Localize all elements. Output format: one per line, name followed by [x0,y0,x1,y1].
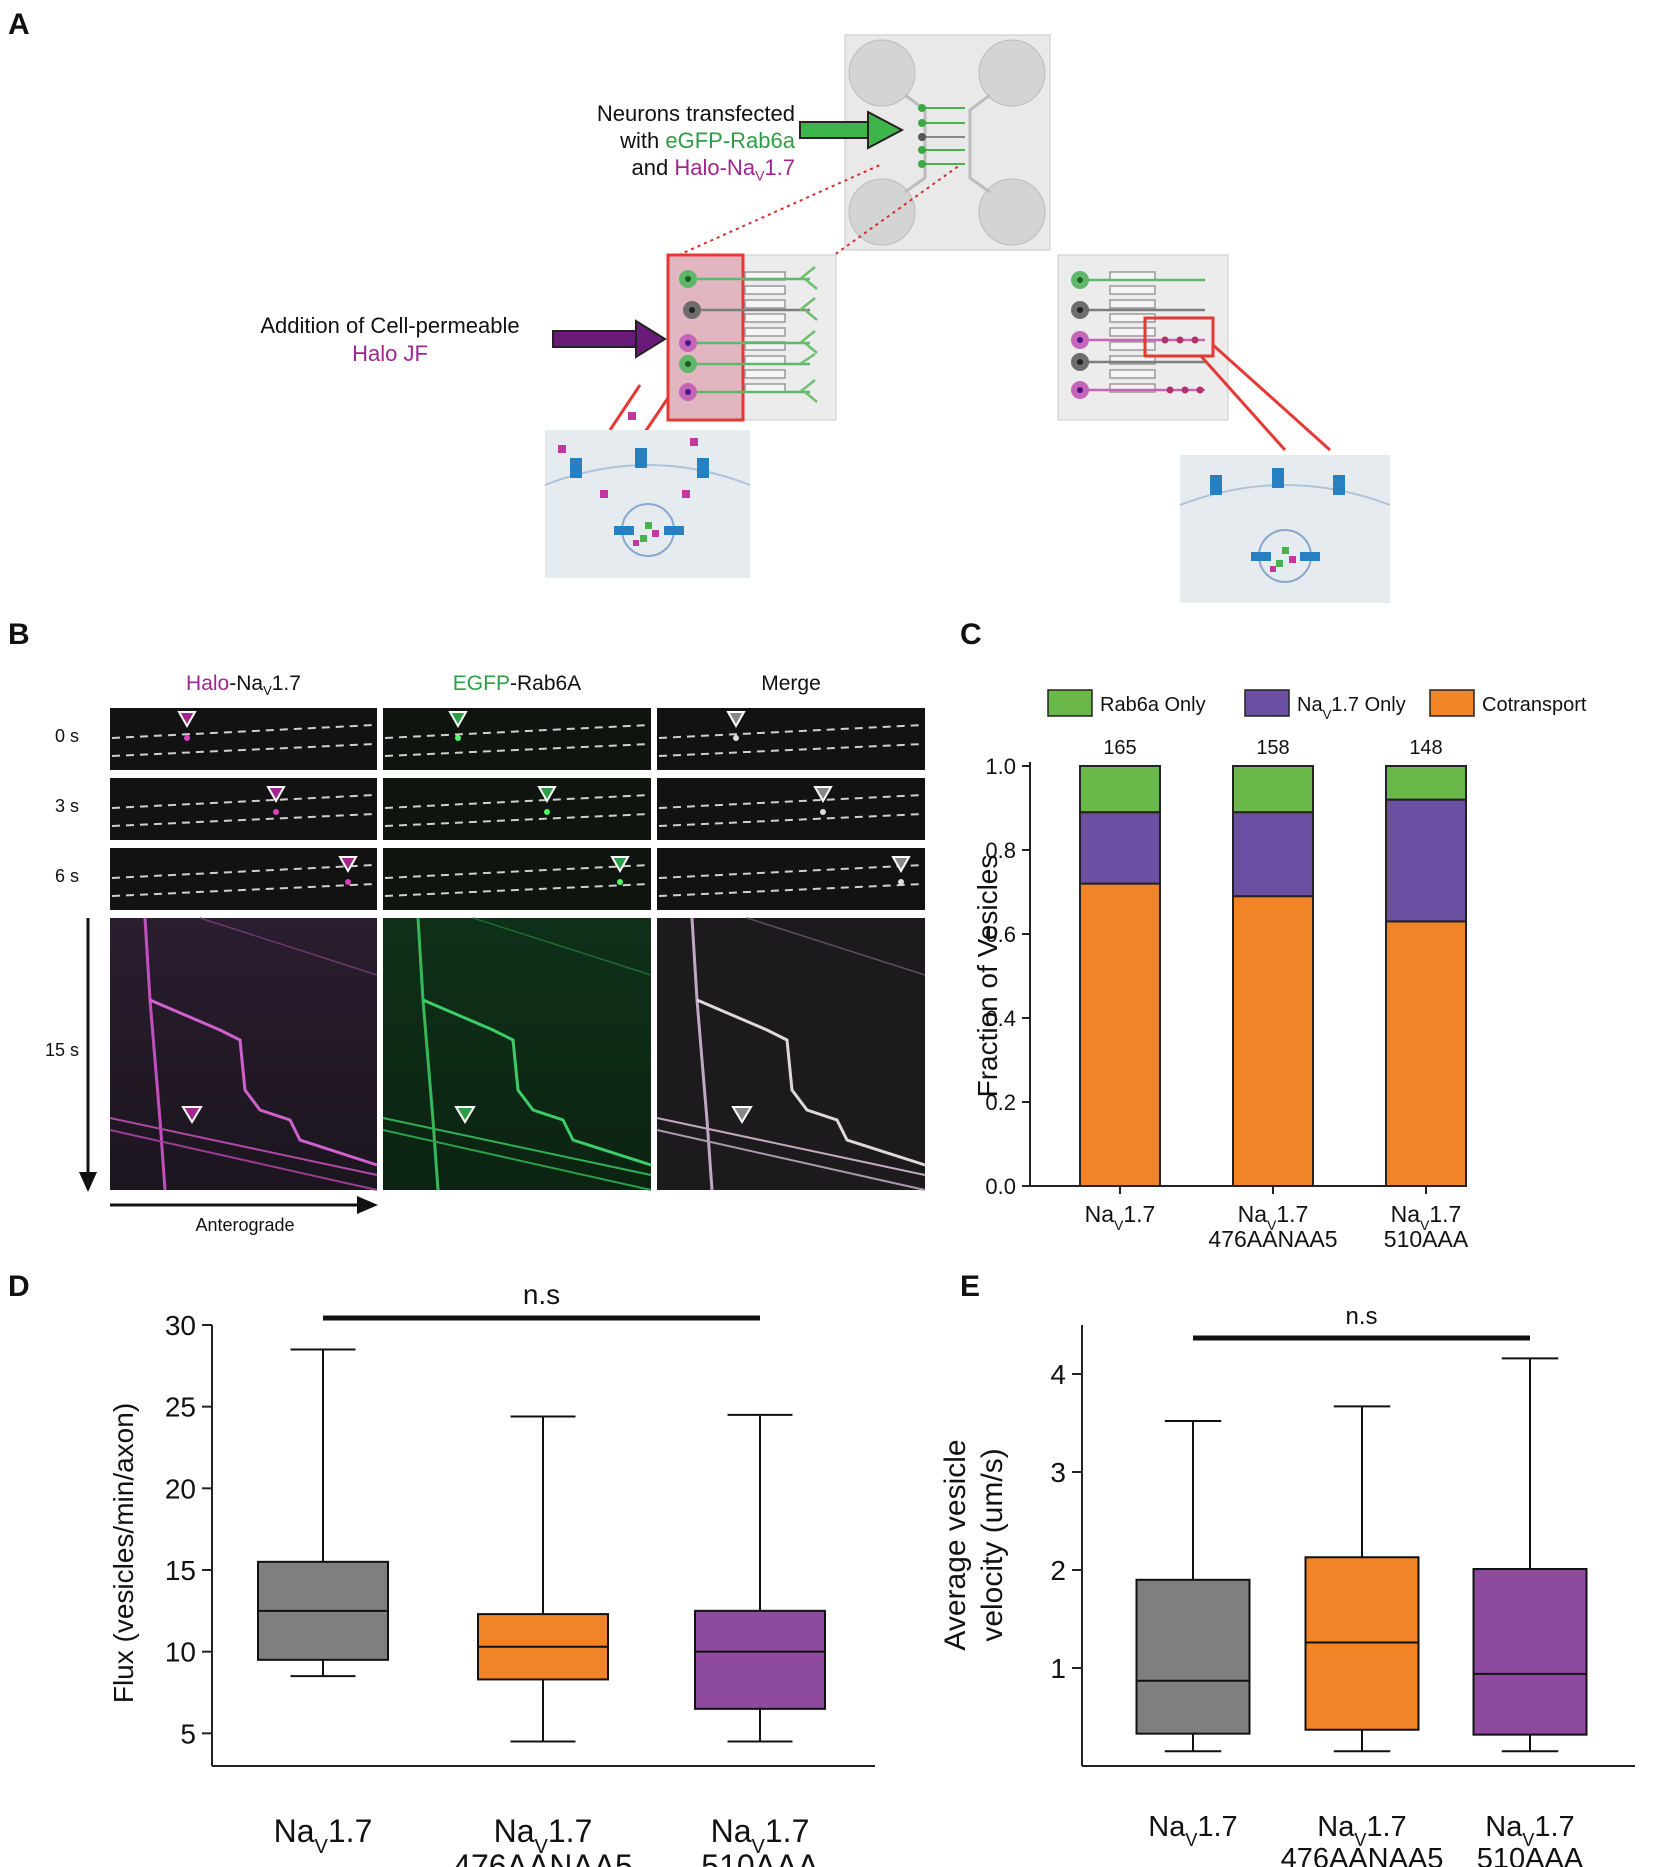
box [694,1609,826,1710]
y-tick-label: 2 [1050,1555,1066,1586]
bar-segment [1079,882,1161,1187]
legend-swatch [1244,689,1290,717]
y-tick-label: 15 [165,1555,196,1586]
kymographs [109,917,926,1191]
y-tick-label: 4 [1050,1359,1066,1390]
direction-label: Anterograde [195,1215,295,1235]
cell-membrane-right [1179,455,1391,603]
bar-count-label: 148 [1409,737,1442,759]
x-tick-label: NaV1.7 [1485,1811,1574,1850]
y-tick-label: 0.0 [985,1174,1016,1199]
x-tick-label: NaV1.7 [1238,1201,1309,1233]
y-tick-label: 0.6 [985,922,1016,947]
y-tick-label: 1.0 [985,754,1016,779]
bar-segment [1232,811,1314,898]
panel-c-label: C [960,618,982,651]
significance-label: n.s [1345,1303,1377,1330]
significance-label: n.s [523,1279,560,1310]
anterograde-arrow-icon [110,1196,378,1214]
y-tick-label: 25 [165,1392,196,1423]
legend: Rab6a Only NaV1.7 Only Cotransport [1047,689,1587,722]
y-tick-label: 0.4 [985,1006,1016,1031]
x-tick-label: NaV1.7 [274,1813,373,1858]
col-header-halo: Halo-NaV1.7 [186,672,301,699]
x-tick-label-line2: 476AANAA5 [1281,1843,1444,1867]
row-label-6s: 6 s [55,866,80,886]
y-tick-label: 10 [165,1637,196,1668]
x-tick-label-line2: 510AAA [1384,1226,1469,1252]
panel-e-label: E [960,1270,981,1303]
x-tick-label: NaV1.7 [1148,1811,1237,1850]
timelapse-strips [110,708,925,910]
addition-label: Addition of Cell-permeable Halo JF [260,313,520,366]
bar-segment [1232,765,1314,814]
cell-membrane-left [544,412,751,578]
box [1135,1578,1251,1735]
y-axis-label: Fraction of Vesicles [972,855,1003,1098]
legend-swatch [1429,689,1475,717]
transfected-label: Neurons transfected with eGFP-Rab6a and … [596,101,795,184]
y-axis-label-line2: velocity (um/s) [976,1448,1009,1641]
bar-segment [1385,920,1467,1188]
bar-segment [1385,765,1467,801]
col-header-egfp: EGFP-Rab6A [452,672,582,695]
y-tick-label: 3 [1050,1457,1066,1488]
neuron-chamber-left [666,253,837,422]
x-tick-label: NaV1.7 [494,1813,593,1858]
y-tick-label: 1 [1050,1653,1066,1684]
y-axis-label-line1: Average vesicle [939,1439,972,1650]
bar-segment [1385,798,1467,923]
y-tick-label: 20 [165,1473,196,1504]
y-axis-label: Flux (vesicles/min/axon) [108,1403,139,1703]
bar-segment [1079,811,1161,885]
legend-label: NaV1.7 Only [1297,694,1406,722]
x-tick-label-line2: 476AANAA5 [453,1848,633,1867]
green-arrow-icon [799,110,905,150]
box [1472,1568,1588,1736]
time-arrow-icon [79,918,97,1192]
bar-segment [1079,765,1161,814]
x-tick-label: NaV1.7 [1085,1201,1156,1233]
y-tick-label: 0.8 [985,838,1016,863]
x-tick-label-line2: 510AAA [1477,1843,1584,1867]
row-label-3s: 3 s [55,796,80,816]
panel-a-schematic [544,34,1391,603]
bar-segment [1232,895,1314,1187]
x-tick-label: NaV1.7 [711,1813,810,1858]
legend-swatch [1047,689,1093,717]
marker-triangles [177,711,911,874]
col-header-merge: Merge [761,672,821,695]
panel-b-images [79,708,926,1214]
x-tick-label-line2: 476AANAA5 [1208,1226,1337,1252]
row-label-0s: 0 s [55,726,80,746]
purple-arrow-icon [552,319,667,359]
x-tick-label: NaV1.7 [1317,1811,1406,1850]
panel-b-label: B [8,618,30,651]
y-tick-label: 0.2 [985,1090,1016,1115]
y-tick-label: 5 [180,1718,196,1749]
legend-label: Rab6a Only [1100,694,1206,716]
y-tick-label: 30 [165,1310,196,1341]
neuron-chamber-right [1057,254,1229,421]
time-label: 15 s [45,1040,80,1060]
bar-count-label: 165 [1103,737,1136,759]
x-tick-label-line2: 510AAA [701,1848,819,1867]
panel-d-label: D [8,1270,30,1303]
legend-label: Cotransport [1482,694,1587,716]
x-tick-label: NaV1.7 [1391,1201,1462,1233]
bar-count-label: 158 [1256,737,1289,759]
panel-a-label: A [8,8,30,41]
